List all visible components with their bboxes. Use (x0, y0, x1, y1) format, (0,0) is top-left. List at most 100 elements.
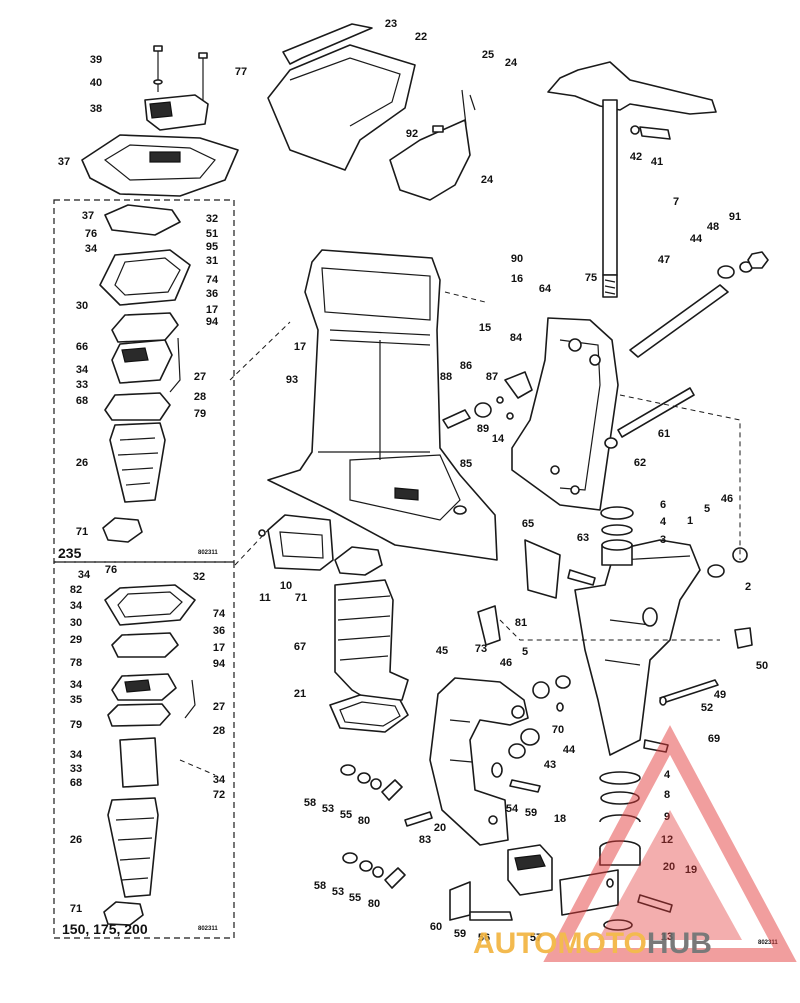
part-label-85: 85 (460, 458, 472, 470)
part-label-32: 32 (193, 571, 205, 583)
model-150-175-200-parts (103, 584, 196, 926)
part-label-46: 46 (721, 493, 733, 505)
part-label-94: 94 (213, 658, 226, 670)
part-label-26: 26 (70, 834, 82, 846)
watermark-auto: AUTO (473, 927, 557, 960)
part-label-94: 94 (206, 316, 219, 328)
part-label-37: 37 (82, 210, 94, 222)
part-label-45: 45 (436, 645, 448, 657)
part-label-49: 49 (714, 689, 726, 701)
part-label-9: 9 (664, 811, 670, 823)
part-label-86: 86 (460, 360, 472, 372)
part-label-31: 31 (206, 255, 218, 267)
part-label-74: 74 (213, 608, 226, 620)
part-label-58: 58 (304, 797, 316, 809)
part-label-92: 92 (406, 128, 418, 140)
part-label-28: 28 (213, 725, 225, 737)
part-label-71: 71 (76, 526, 88, 538)
part-label-44: 44 (690, 233, 703, 245)
part-label-4: 4 (660, 516, 667, 528)
part-label-26: 26 (76, 457, 88, 469)
assembly-guide-lines (179, 291, 741, 776)
part-label-78: 78 (70, 657, 82, 669)
upper-cover-assembly (267, 23, 476, 201)
part-label-30: 30 (70, 617, 82, 629)
part-label-71: 71 (70, 903, 82, 915)
part-label-20: 20 (434, 822, 446, 834)
part-label-34: 34 (78, 569, 91, 581)
part-label-47: 47 (658, 254, 670, 266)
part-label-34: 34 (70, 600, 83, 612)
part-label-10: 10 (280, 580, 292, 592)
lower-housing-parts (258, 514, 409, 733)
drawing-code-bottom-right: 802311 (758, 940, 778, 946)
lower-ring-stack (599, 771, 673, 931)
part-label-34: 34 (70, 679, 83, 691)
steering-arm-assembly (547, 61, 769, 358)
part-label-79: 79 (70, 719, 82, 731)
part-label-54: 54 (506, 803, 519, 815)
part-label-17: 17 (213, 642, 225, 654)
part-label-53: 53 (322, 803, 334, 815)
part-label-67: 67 (294, 641, 306, 653)
lower-fasteners (340, 764, 619, 921)
part-label-44: 44 (563, 744, 576, 756)
part-label-8: 8 (664, 789, 670, 801)
part-label-83: 83 (419, 834, 431, 846)
part-label-71: 71 (295, 592, 307, 604)
part-label-20: 20 (663, 861, 675, 873)
part-label-73: 73 (475, 643, 487, 655)
part-label-36: 36 (213, 625, 225, 637)
part-label-33: 33 (76, 379, 88, 391)
part-label-17: 17 (206, 304, 218, 316)
exhaust-housing (267, 249, 498, 561)
part-label-5: 5 (704, 503, 710, 515)
part-label-6: 6 (660, 499, 666, 511)
watermark-triangle-inner (598, 810, 742, 940)
part-label-22: 22 (415, 31, 427, 43)
watermark-hub: HUB (647, 927, 712, 960)
model-150-175-200-group-box (53, 561, 235, 939)
part-label-82: 82 (70, 584, 82, 596)
part-label-80: 80 (358, 815, 370, 827)
part-label-28: 28 (194, 391, 206, 403)
part-label-38: 38 (90, 103, 102, 115)
part-label-76: 76 (85, 228, 97, 240)
part-label-29: 29 (70, 634, 82, 646)
part-label-24: 24 (481, 174, 494, 186)
part-label-11: 11 (259, 592, 271, 604)
part-label-17: 17 (294, 341, 306, 353)
top-left-assembly (81, 45, 239, 197)
part-label-76: 76 (105, 564, 117, 576)
part-label-34: 34 (213, 774, 226, 786)
part-label-80: 80 (368, 898, 380, 910)
part-label-79: 79 (194, 408, 206, 420)
part-label-39: 39 (90, 54, 102, 66)
part-label-2: 2 (745, 581, 751, 593)
part-label-3: 3 (660, 534, 666, 546)
part-label-68: 68 (70, 777, 82, 789)
part-label-63: 63 (577, 532, 589, 544)
part-label-34: 34 (76, 364, 89, 376)
part-label-61: 61 (658, 428, 670, 440)
part-label-60: 60 (430, 921, 442, 933)
part-label-59: 59 (454, 928, 466, 940)
part-label-64: 64 (539, 283, 552, 295)
part-label-41: 41 (651, 156, 663, 168)
part-label-88: 88 (440, 371, 452, 383)
watermark-text: AUTOMOTOHUB (473, 927, 712, 960)
part-label-81: 81 (515, 617, 527, 629)
part-label-1: 1 (687, 515, 693, 527)
part-label-40: 40 (90, 77, 102, 89)
part-label-87: 87 (486, 371, 498, 383)
part-label-62: 62 (634, 457, 646, 469)
part-label-15: 15 (479, 322, 491, 334)
part-label-50: 50 (756, 660, 768, 672)
caption-models-150-175-200: 150, 175, 200 (62, 921, 148, 937)
part-label-32: 32 (206, 213, 218, 225)
part-label-16: 16 (511, 273, 523, 285)
drawing-code-lower: 802311 (198, 926, 218, 932)
part-label-46: 46 (500, 657, 512, 669)
